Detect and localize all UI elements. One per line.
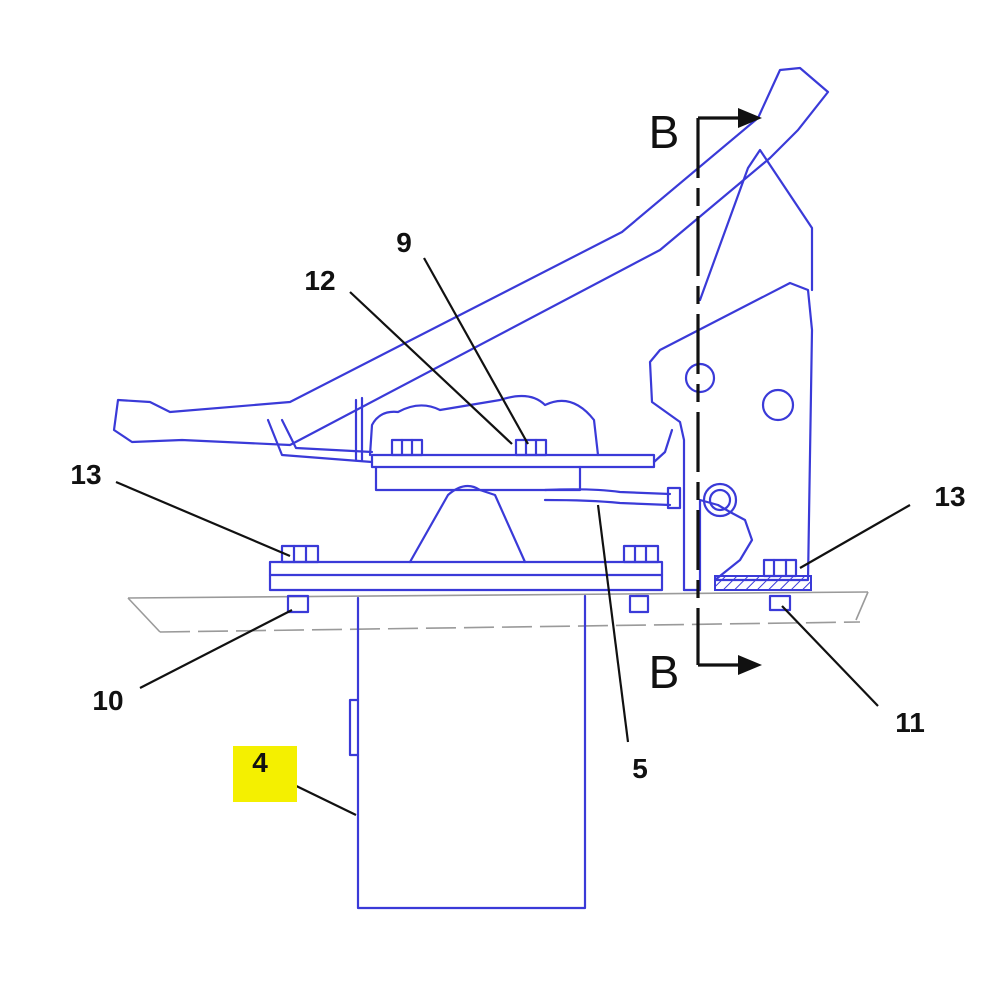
callout-4: 4	[252, 747, 268, 778]
arm-support-strap	[266, 418, 374, 464]
bolt-right-plate	[622, 544, 660, 564]
bolt-13-left	[280, 544, 320, 564]
nut-11	[768, 594, 792, 612]
return-spring	[543, 488, 672, 507]
pedal-arm	[112, 66, 830, 447]
reservoir-body	[356, 594, 587, 910]
section-label-bottom: B	[649, 646, 680, 698]
callout-13-left: 13	[70, 459, 101, 490]
bracket-hole-upper	[684, 362, 716, 394]
hatched-shim	[714, 575, 812, 591]
pivot-pin-inner	[708, 488, 732, 512]
section-line-b	[696, 108, 762, 675]
pivot-mount	[408, 484, 527, 564]
plate-corner	[652, 428, 674, 464]
side-bracket	[648, 281, 814, 592]
nut-10	[286, 594, 310, 614]
upper-clamp	[368, 394, 600, 457]
floor-line	[127, 591, 869, 633]
leader-13-left	[115, 480, 291, 558]
callout-10: 10	[92, 685, 123, 716]
leader-12	[349, 291, 513, 445]
leader-13-right	[799, 504, 911, 569]
support-rod	[354, 396, 364, 462]
pivot-pin-outer	[702, 482, 738, 518]
leader-11	[781, 605, 879, 707]
hinge-block	[374, 465, 582, 492]
callout-4-highlight	[233, 746, 297, 802]
section-label-top: B	[649, 106, 680, 158]
leader-10	[139, 609, 293, 689]
bracket-hole-right	[761, 388, 795, 422]
leader-9	[423, 257, 529, 445]
nut-lower-right	[628, 594, 650, 614]
bolt-13-right	[762, 558, 798, 578]
callout-11: 11	[895, 707, 925, 738]
bolt-12	[390, 438, 424, 457]
callout-12: 12	[304, 265, 335, 296]
callout-5: 5	[632, 753, 648, 784]
bracket-rear	[698, 148, 814, 302]
spring-anchor	[666, 486, 682, 510]
reservoir-tab	[348, 698, 360, 757]
upper-plate	[370, 453, 656, 469]
bolt-9	[514, 438, 548, 457]
callout-9: 9	[396, 227, 412, 258]
leader-5	[596, 504, 630, 743]
callout-13-right: 13	[934, 481, 965, 512]
